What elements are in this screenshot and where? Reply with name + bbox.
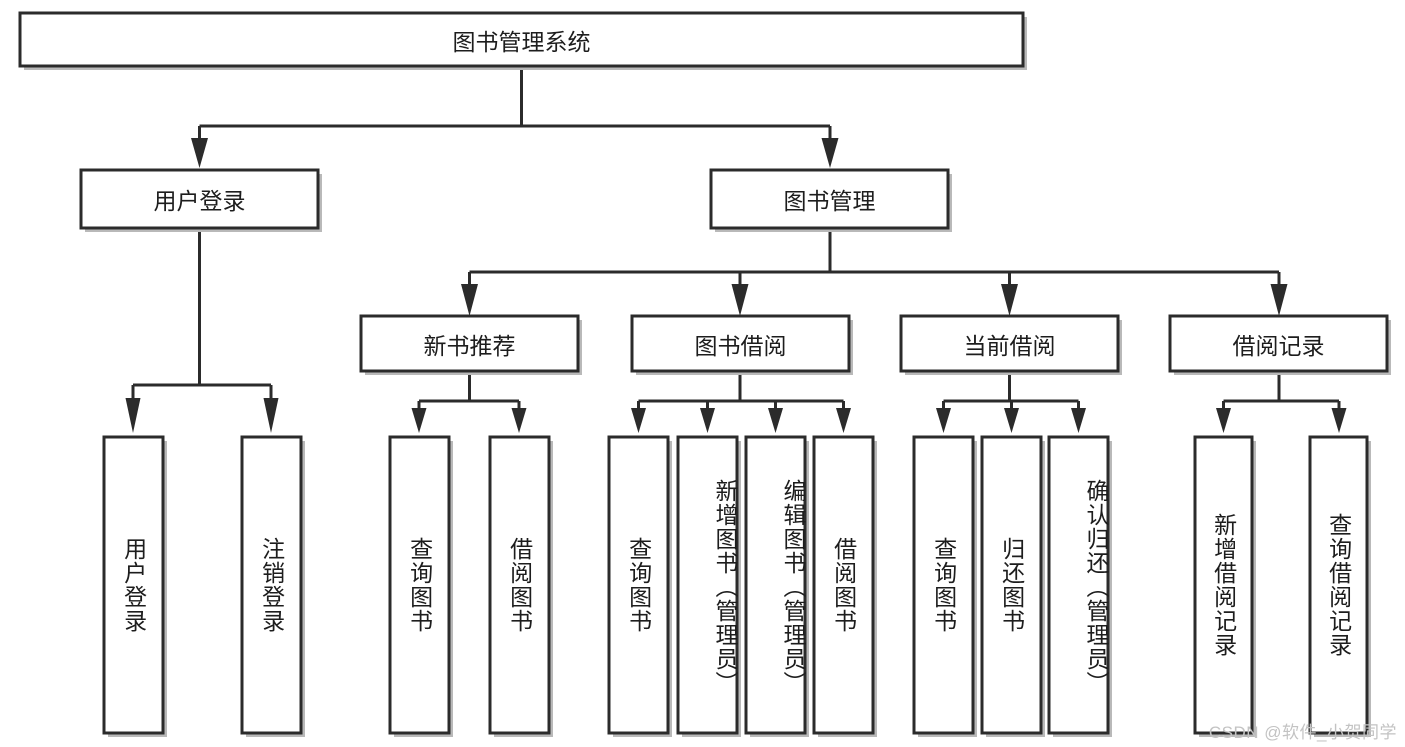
- arrow-bb-to-leaf3: [768, 408, 783, 433]
- leaf-cb-3-box[interactable]: [1047, 435, 1110, 735]
- leaf-cb-2-box[interactable]: [980, 435, 1043, 735]
- leaf-ul-1-box[interactable]: [102, 435, 165, 735]
- edge-group-book-borrow: [631, 375, 851, 433]
- arrow-bb-to-leaf1: [631, 408, 646, 433]
- edge-group-current-borrow: [936, 375, 1086, 433]
- arrow-br-to-leaf1: [1216, 408, 1231, 433]
- arrow-bm-to-new-book: [461, 284, 478, 316]
- leaf-nb-2-box[interactable]: [488, 435, 551, 735]
- borrow-record-box[interactable]: [1168, 314, 1389, 373]
- root-node-box[interactable]: [18, 11, 1025, 68]
- arrow-ul-to-leaf2: [263, 398, 279, 433]
- edge-group-root: [191, 66, 839, 168]
- arrow-cb-to-leaf2: [1004, 408, 1019, 433]
- leaf-cb-1-box[interactable]: [912, 435, 975, 735]
- arrow-bm-to-borrow-record: [1270, 284, 1288, 316]
- leaf-nb-1-box[interactable]: [388, 435, 451, 735]
- leaf-bb-2-box[interactable]: [676, 435, 739, 735]
- new-book-box[interactable]: [359, 314, 580, 373]
- arrow-root-to-user-login: [191, 138, 208, 168]
- book-borrow-box[interactable]: [630, 314, 851, 373]
- user-login-box[interactable]: [79, 168, 320, 230]
- arrow-bm-to-current-borrow: [1001, 284, 1018, 316]
- arrow-bm-to-book-borrow: [731, 284, 749, 316]
- leaf-bb-3-box[interactable]: [744, 435, 807, 735]
- arrow-cb-to-leaf3: [1071, 408, 1086, 433]
- edge-group-book-manage: [461, 232, 1288, 316]
- leaf-ul-2-box[interactable]: [240, 435, 303, 735]
- node-boxes: [18, 11, 1391, 737]
- leaf-bb-4-box[interactable]: [812, 435, 875, 735]
- arrow-root-to-book-manage: [821, 138, 839, 168]
- arrow-nb-to-leaf2: [511, 408, 527, 433]
- leaf-bb-1-box[interactable]: [607, 435, 670, 735]
- arrow-nb-to-leaf1: [411, 408, 427, 433]
- edge-group-borrow-record: [1216, 375, 1347, 433]
- arrow-cb-to-leaf1: [936, 408, 951, 433]
- arrow-bb-to-leaf4: [836, 408, 851, 433]
- arrow-bb-to-leaf2: [700, 408, 715, 433]
- edge-group-new-book: [411, 375, 527, 433]
- arrow-ul-to-leaf1: [125, 398, 141, 433]
- leaf-br-1-box[interactable]: [1193, 435, 1254, 735]
- current-borrow-box[interactable]: [899, 314, 1120, 373]
- leaf-br-2-box[interactable]: [1308, 435, 1369, 735]
- edge-group-user-login: [125, 232, 279, 433]
- book-manage-box[interactable]: [709, 168, 950, 230]
- watermark-text: CSDN @软件_小贺同学: [1208, 723, 1397, 742]
- arrow-br-to-leaf2: [1331, 408, 1347, 433]
